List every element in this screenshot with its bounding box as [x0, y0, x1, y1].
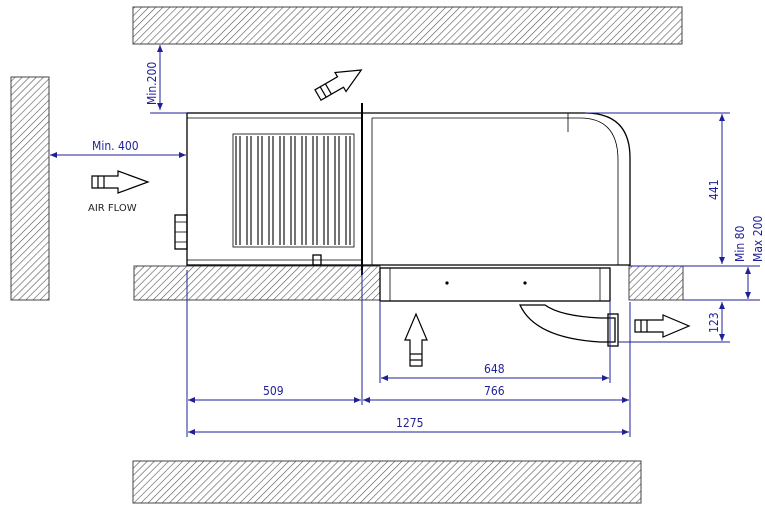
height-duct-label: 123	[707, 312, 721, 333]
condenser-section	[174, 112, 363, 266]
hatched-shelf-right	[628, 265, 684, 301]
airflow-arrow-icon	[404, 312, 428, 367]
air-flow-label: AIR FLOW	[88, 203, 137, 214]
total-width-label: 1275	[396, 416, 423, 430]
airflow-arrow-icon	[91, 170, 150, 194]
hatched-left-wall	[10, 76, 50, 301]
evaporator-section	[362, 112, 631, 347]
hatched-floor	[132, 460, 642, 504]
airflow-arrow-icon	[314, 69, 363, 102]
clearance-bottom-max-label: Max 200	[751, 216, 765, 262]
hatched-ceiling	[132, 6, 683, 45]
clearance-bottom-min-label: Min 80	[733, 226, 747, 262]
evaporator-width-label: 766	[484, 384, 505, 398]
clearance-top-label: Min.200	[145, 62, 159, 105]
inner-width-label: 648	[484, 362, 505, 376]
condenser-width-label: 509	[263, 384, 284, 398]
airflow-arrow-icon	[634, 314, 691, 338]
hatched-shelf-left	[133, 265, 381, 301]
height-unit-label: 441	[707, 179, 721, 200]
clearance-left-label: Min. 400	[92, 139, 139, 153]
dimension-lines	[50, 45, 760, 437]
